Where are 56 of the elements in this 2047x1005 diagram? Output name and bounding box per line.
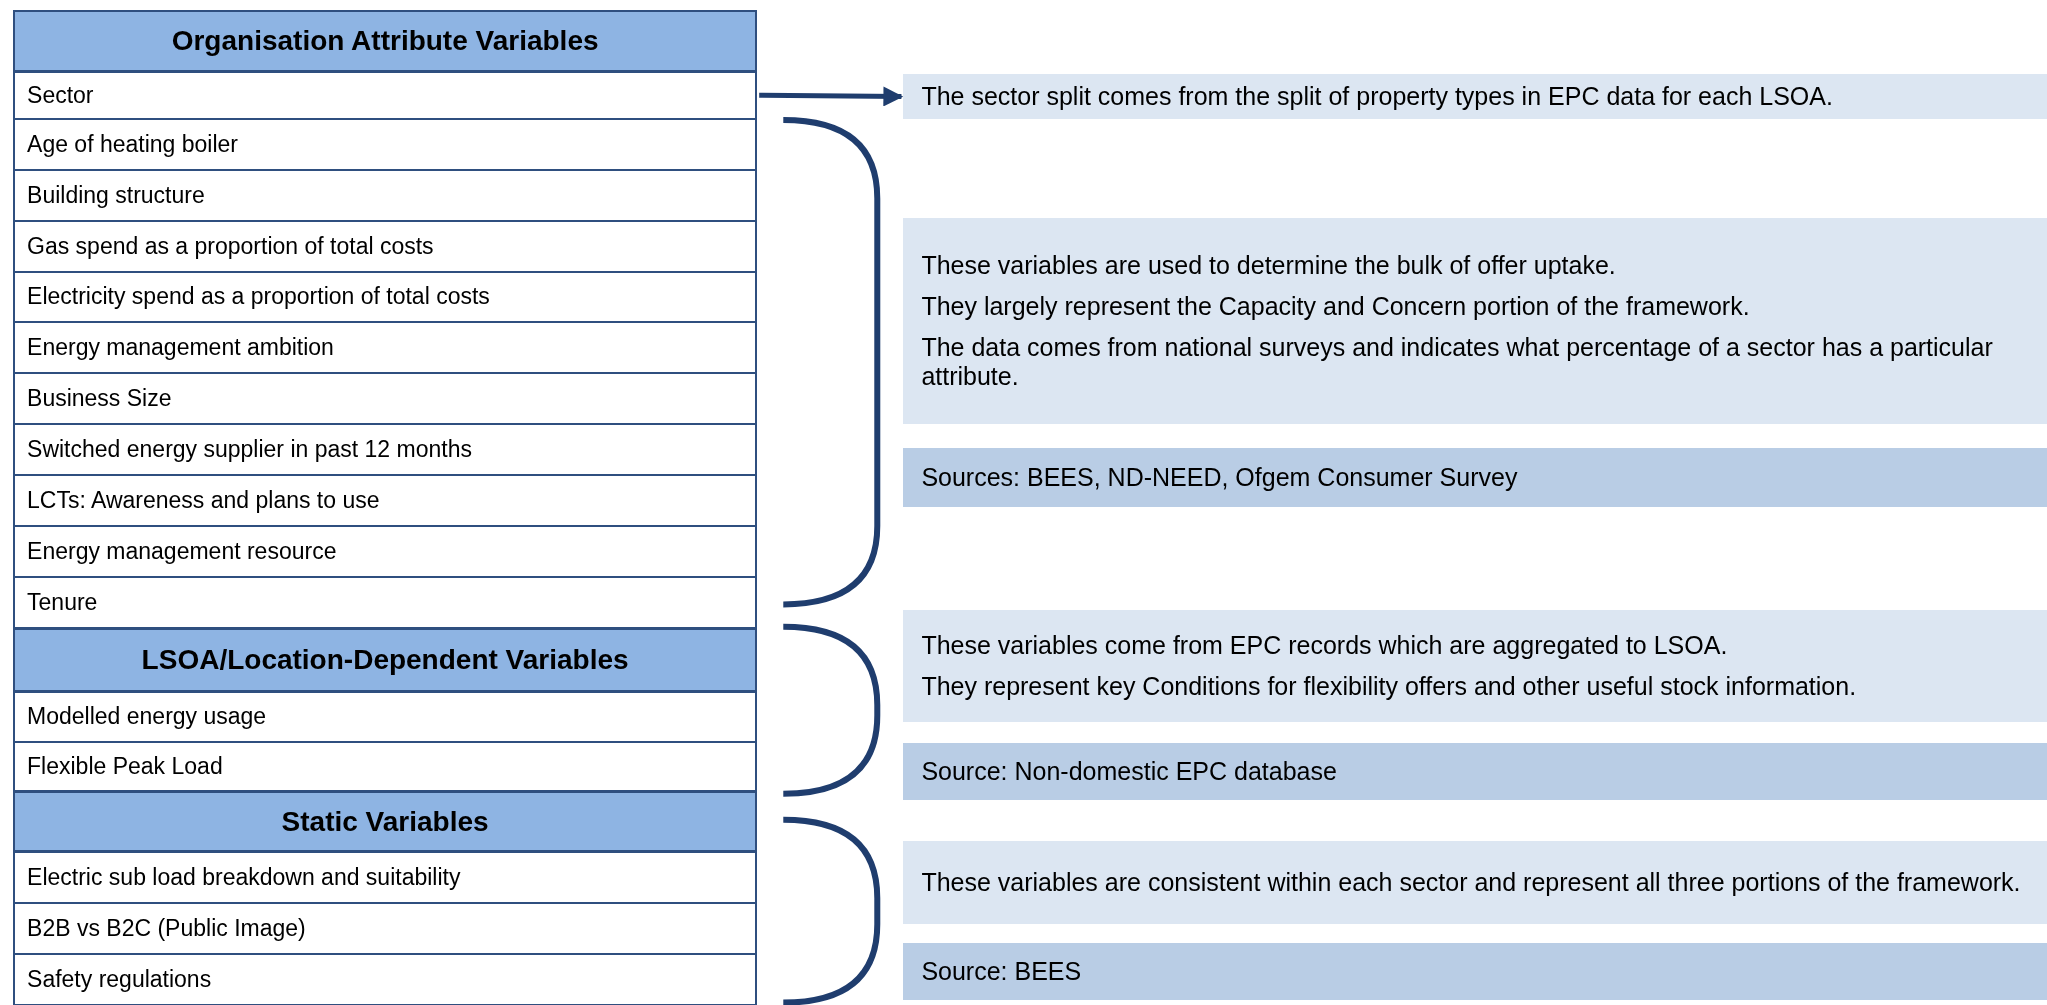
note-box	[903, 74, 2047, 119]
table-header	[13, 10, 758, 72]
table-row	[13, 954, 758, 1005]
table-row	[13, 903, 758, 955]
table-row	[13, 475, 758, 527]
row-label: Flexible Peak Load	[27, 752, 224, 780]
table-row	[13, 691, 758, 742]
table-row	[13, 271, 758, 323]
table-row	[13, 741, 758, 792]
row-label: Electricity spend as a proportion of total costs	[27, 283, 491, 311]
row-label: Safety regulations	[27, 966, 213, 994]
row-label: Electric sub load breakdown and suitability	[27, 864, 462, 892]
source-text: Source: BEES	[921, 956, 1083, 986]
table-row	[13, 220, 758, 272]
description-text: They largely represent the Capacity and Concern portion of the framework.	[921, 292, 1751, 322]
source-box	[903, 447, 2047, 507]
row-label: Building structure	[27, 181, 206, 209]
description-text: These variables are used to determine the bulk of offer uptake.	[921, 251, 1617, 281]
header-text: Organisation Attribute Variables	[171, 25, 599, 58]
table-row	[13, 169, 758, 221]
table-row	[13, 424, 758, 476]
row-label: Business Size	[27, 385, 173, 413]
note-box	[903, 218, 2047, 425]
row-label: LCTs: Awareness and plans to use	[27, 487, 381, 515]
header-text: Static Variables	[281, 805, 489, 838]
arrow	[759, 86, 904, 107]
header-text: LSOA/Location-Dependent Variables	[141, 643, 629, 676]
row-label: Tenure	[27, 588, 99, 616]
row-label: Switched energy supplier in past 12 months	[27, 436, 473, 464]
row-label: Energy management ambition	[27, 334, 335, 362]
table-row	[13, 373, 758, 425]
table-row	[13, 322, 758, 374]
source-text: Source: Non-domestic EPC database	[921, 757, 1338, 787]
description-text: These variables come from EPC records which are aggregated to LSOA.	[921, 630, 1729, 660]
table-header	[13, 791, 758, 853]
source-box	[903, 942, 2047, 1000]
row-label: Sector	[27, 81, 95, 109]
table-row	[13, 852, 758, 904]
description-text: These variables are consistent within each sector and represent all three portions of the framework.	[921, 868, 2022, 897]
table-row	[13, 577, 758, 628]
row-label: Gas spend as a proportion of total costs	[27, 232, 435, 260]
table-row	[13, 71, 758, 119]
source-box	[903, 742, 2047, 801]
note-box	[903, 840, 2047, 925]
description-text: The data comes from national surveys and indicates what percentage of a sector has a particular attribute.	[921, 333, 1994, 392]
table-header	[13, 627, 758, 692]
row-label: Energy management resource	[27, 538, 338, 566]
row-label: Age of heating boiler	[27, 130, 240, 158]
table-row	[13, 118, 758, 170]
row-label: Modelled energy usage	[27, 703, 268, 731]
table-row	[13, 526, 758, 577]
row-label: B2B vs B2C (Public Image)	[27, 915, 307, 943]
description-text: They represent key Conditions for flexibility offers and other useful stock information.	[921, 671, 1858, 701]
note-box	[903, 609, 2047, 722]
source-text: Sources: BEES, ND-NEED, Ofgem Consumer Survey	[921, 462, 1519, 492]
description-text: The sector split comes from the split of property types in EPC data for each LSOA.	[921, 82, 1834, 112]
